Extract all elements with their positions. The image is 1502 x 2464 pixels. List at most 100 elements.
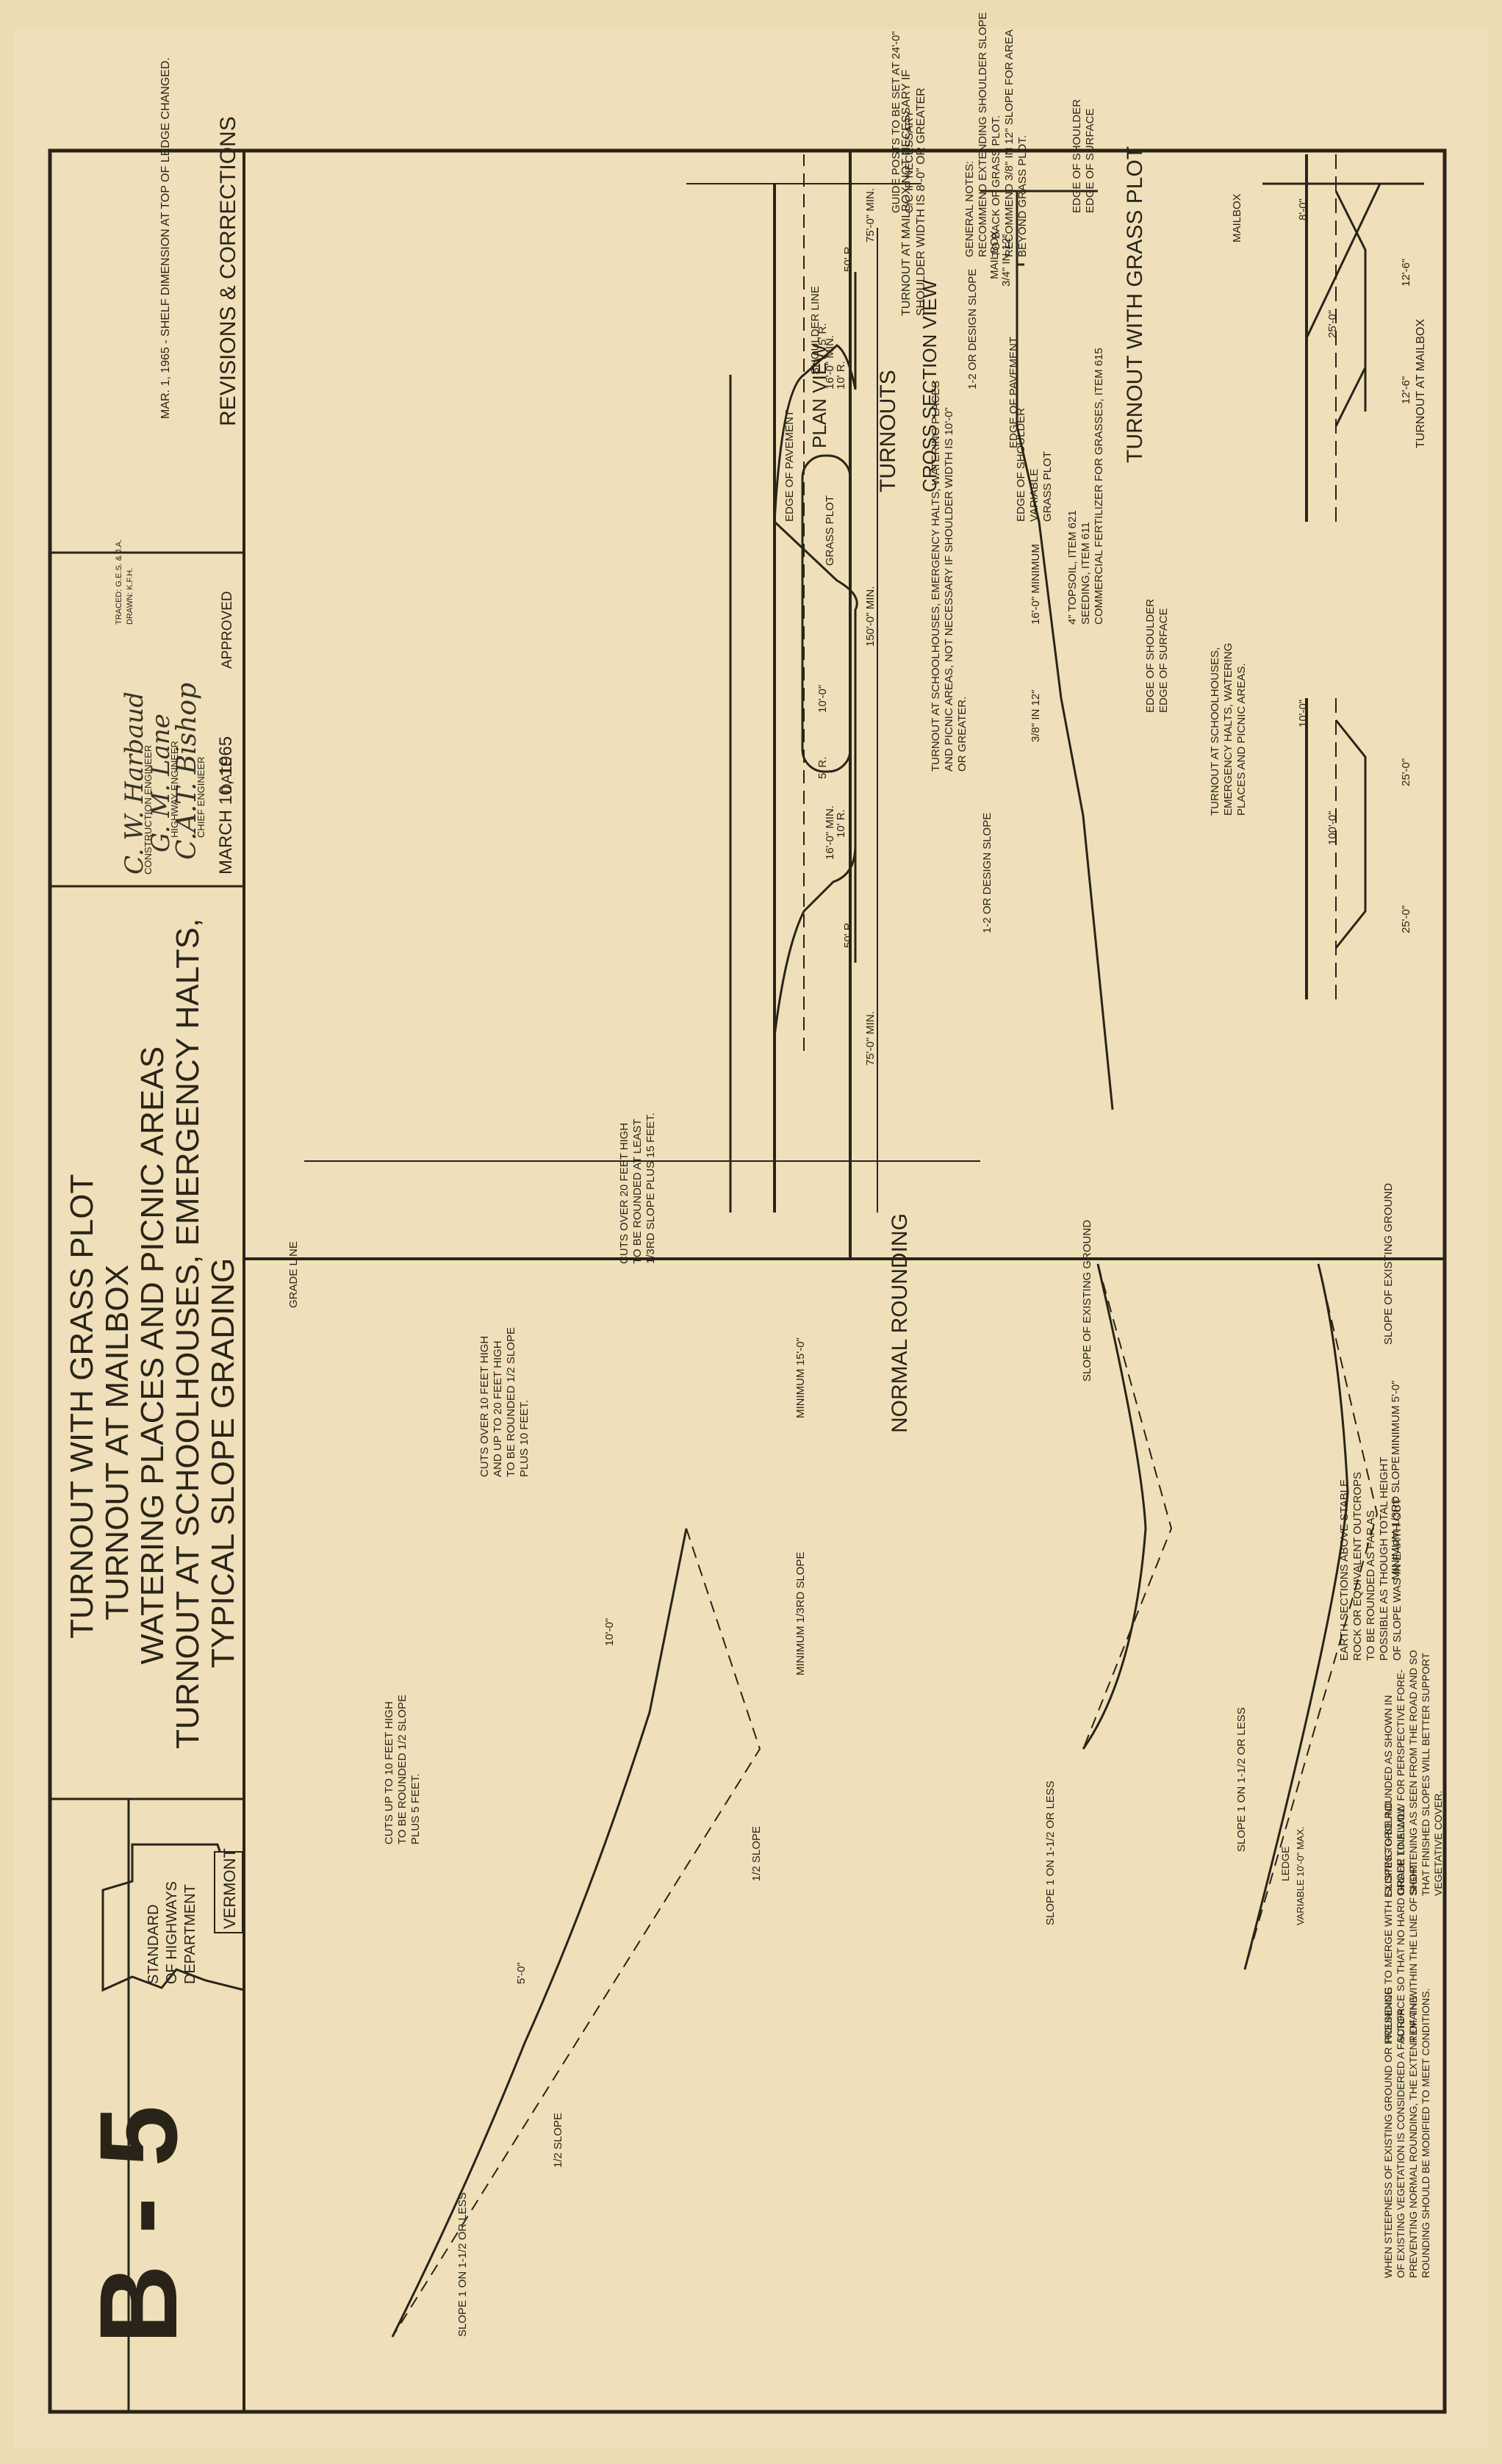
grass-plot-section-label: GRASS PLOT — [1041, 451, 1054, 522]
half-slope-1: 1/2 SLOPE — [750, 1826, 763, 1881]
cuts-over-10-2: AND UP TO 20 FEET HIGH — [492, 1340, 504, 1477]
general-notes-5: BEYOND GRASS PLOT. — [1016, 135, 1029, 257]
school-title-3: PLACES AND PICNIC AREAS. — [1235, 663, 1248, 816]
ledge-shelf: VARIABLE 10'-0" MAX. — [1295, 1826, 1306, 1925]
school-note-1: TURNOUT AT SCHOOLHOUSES, EMERGENCY HALTS… — [930, 381, 942, 772]
topsoil-note-1: 4" TOPSOIL, ITEM 621 — [1066, 510, 1079, 625]
min150: 150'-0" MIN. — [864, 586, 877, 647]
title-block-strip: REVISIONS & CORRECTIONS MAR. 1, 1965 - S… — [64, 57, 245, 2344]
ledge-note-1: EARTH SECTIONS ABOVE STABLE — [1338, 1479, 1351, 1661]
edge-of-pavement-label: EDGE OF PAVEMENT — [783, 410, 796, 522]
school-turnout-lines — [1305, 698, 1367, 999]
general-notes-1: GENERAL NOTES: — [963, 161, 976, 257]
topsoil-note-2: SEEDING, ITEM 611 — [1079, 522, 1092, 625]
ledge-note-2: ROCK OR EQUIVALENT OUTCROPS — [1351, 1472, 1364, 1661]
signature-chief: C.A.T. Bishop — [172, 683, 202, 860]
highway-engineer-label: HIGHWAY ENGINEER — [169, 741, 180, 838]
cross-section-lines — [980, 190, 1114, 1110]
mailbox-note-2: SHOULDER WIDTH IS 8'-0" OR GREATER — [915, 87, 927, 316]
rounding-note-0: SLOPES TO BE ROUNDED AS SHOWN IN — [1382, 1695, 1394, 1896]
cross-section-labels: CROSS SECTION VIEW GENERAL NOTES: RECOMM… — [919, 12, 1147, 742]
rounding-note-6: ROUNDING TO MERGE WITH EXISTING GROUND — [1382, 1801, 1394, 2043]
slope-34: 3/4" IN 12" — [1000, 234, 1013, 287]
rounding-bottom-labels: MINIMUM 15'-0" MINIMUM 1/3RD SLOPE 1/2 S… — [287, 1113, 807, 2337]
rounding-top-labels: SLOPE OF EXISTING GROUND SLOPE OF EXISTI… — [1044, 1183, 1404, 1925]
edge-of-shoulder-1: EDGE OF SHOULDER — [1071, 99, 1083, 213]
w10: 10'-0" — [816, 685, 829, 713]
r10-right: 10' R. — [835, 809, 847, 838]
school-note-3: OR GREATER. — [956, 697, 969, 772]
rounding-note-12: PREVENTING NORMAL ROUNDING, THE EXTENT O… — [1407, 1996, 1419, 2278]
mailbox-label-2: MAILBOX — [1231, 193, 1243, 243]
paper-sheet — [13, 29, 1487, 2447]
r50-right: 50' R. — [842, 919, 855, 948]
min-third-slope-2: MINIMUM 1/3RD SLOPE — [794, 1552, 807, 1675]
design-slope-1: 1-2 OR DESIGN SLOPE — [966, 269, 979, 389]
cuts-over-10-4: PLUS 10 FEET. — [518, 1400, 531, 1477]
edge-of-shoulder-2: EDGE OF SHOULDER — [1144, 599, 1157, 713]
edge-of-surface-1: EDGE OF SURFACE — [1084, 108, 1096, 213]
mailbox-title: TURNOUT AT MAILBOX — [1415, 319, 1427, 448]
grass-plot-section: PLAN VIEW SHOULDER LINE GRASS PLOT EDGE … — [686, 12, 1147, 1213]
plan-view-label: PLAN VIEW — [808, 344, 830, 448]
sheet-number: B - 5 — [76, 2105, 200, 2344]
dim-10: 10'-0" — [603, 1618, 616, 1646]
school-dim-25-b: 25'-0" — [1400, 905, 1412, 933]
agency-line-1: DEPARTMENT — [182, 1884, 198, 1984]
school-turnout-labels: TURNOUT AT SCHOOLHOUSES, EMERGENCY HALTS… — [930, 381, 1412, 933]
min16-section: 16'-0" MINIMUM — [1030, 544, 1042, 625]
slope-1-1half-a: SLOPE 1 ON 1-1/2 OR LESS — [1235, 1707, 1248, 1852]
title-line-5: TURNOUT WITH GRASS PLOT — [64, 1174, 100, 1639]
drawn-label: DRAWN: K.F.H. — [126, 568, 134, 625]
date-value: MARCH 10, 1965 — [216, 736, 236, 874]
signature-construction: C. W. Harbaud — [120, 692, 149, 874]
rounding-note-1: ORDER TO ALLOW FOR PERSPECTIVE FORE- — [1395, 1669, 1406, 1896]
title-line-2: TURNOUT AT SCHOOLHOUSES, EMERGENCY HALTS… — [170, 919, 206, 1749]
plan-view-labels: PLAN VIEW SHOULDER LINE GRASS PLOT EDGE … — [783, 31, 916, 1066]
edge-of-pavement-section: EDGE OF PAVEMENT — [1007, 337, 1020, 448]
rounding-note-7: SURFACE SO THAT NO HARD GRADE LINE WILL — [1395, 1806, 1406, 2043]
half-slope-2: 1/2 SLOPE — [552, 2113, 564, 2168]
guide-posts-1: GUIDE POSTS TO BE SET AT 24'-0" — [890, 31, 902, 213]
mailbox-dim-8: 8'-0" — [1297, 198, 1309, 220]
mailbox-note-1: TURNOUT AT MAILBOX NOT NECESSARY IF — [900, 70, 913, 316]
slope-existing-ground-2: SLOPE OF EXISTING GROUND — [1081, 1220, 1093, 1382]
cuts-over-20-3: 1/3RD SLOPE PLUS 15 FEET. — [644, 1113, 657, 1264]
min-third-slope: MINIMUM 1/3RD SLOPE — [1390, 1457, 1402, 1580]
rounding-note-10: WHEN STEEPNESS OF EXISTING GROUND OR PRE… — [1382, 1988, 1394, 2278]
mailbox-dim-12-6-b: 12'-6" — [1400, 376, 1412, 404]
topsoil-note-3: COMMERCIAL FERTILIZER FOR GRASSES, ITEM … — [1093, 348, 1105, 625]
rounding-heading: NORMAL ROUNDING — [888, 1213, 912, 1433]
min-5: MINIMUM 5'-0" — [1390, 1380, 1402, 1455]
cuts-over-20-2: TO BE ROUNDED AT LEAST — [631, 1118, 644, 1264]
school-dim-100: 100'-0" — [1326, 811, 1339, 845]
cuts-up-to-10-2: TO BE ROUNDED 1/2 SLOPE — [396, 1695, 409, 1845]
ledge-note-5: OF SLOPE WAS IN EARTH CUT — [1391, 1498, 1404, 1661]
min-15: MINIMUM 15'-0" — [794, 1337, 807, 1418]
mailbox-label: MAILBOX — [988, 230, 1001, 279]
sheet-title: TYPICAL SLOPE GRADING TURNOUT AT SCHOOLH… — [64, 919, 241, 1749]
mailbox-turnout-lines — [1262, 154, 1424, 522]
rounding-note-8: REMAIN WITHIN THE LINE OF SIGHT. — [1407, 1861, 1419, 2043]
guide-posts-2: C/C IF NECESSARY — [903, 110, 916, 213]
edge-of-surface-2: EDGE OF SURFACE — [1157, 608, 1170, 713]
design-slope-2: 1-2 OR DESIGN SLOPE — [981, 813, 993, 933]
general-notes-2: RECOMMEND EXTENDING SHOULDER SLOPE — [977, 12, 989, 257]
school-title-2: EMERGENCY HALTS, WATERING — [1222, 643, 1235, 816]
mailbox-dim-25: 25'-0" — [1326, 310, 1339, 338]
approved-label: APPROVED — [220, 591, 235, 669]
school-title-1: TURNOUT AT SCHOOLHOUSES, — [1209, 647, 1221, 816]
construction-engineer-label: CONSTRUCTION ENGINEER — [143, 745, 154, 874]
rounding-note-3: THAT FINISHED SLOPES WILL BETTER SUPPORT — [1420, 1653, 1431, 1896]
min16-left: 16'-0" MIN. — [824, 335, 836, 389]
r5-top: 5' R. — [816, 323, 829, 345]
rounding-note-11: OF EXISTING VEGETATION IS CONSIDERED A F… — [1395, 2008, 1406, 2278]
shoulder-line-label: SHOULDER LINE — [809, 286, 822, 375]
mailbox-dim-12-6-a: 12'-6" — [1400, 259, 1412, 287]
title-line-4: TURNOUT AT MAILBOX — [99, 1265, 135, 1620]
ledge-label: LEDGE — [1279, 1847, 1291, 1881]
general-notes-4: RECOMMEND 3/8" IN 12" SLOPE FOR AREA — [1003, 29, 1016, 257]
rounding-note-13: ROUNDING SHOULD BE MODIFIED TO MEET COND… — [1420, 1989, 1431, 2278]
min16-right: 16'-0" MIN. — [824, 805, 836, 860]
